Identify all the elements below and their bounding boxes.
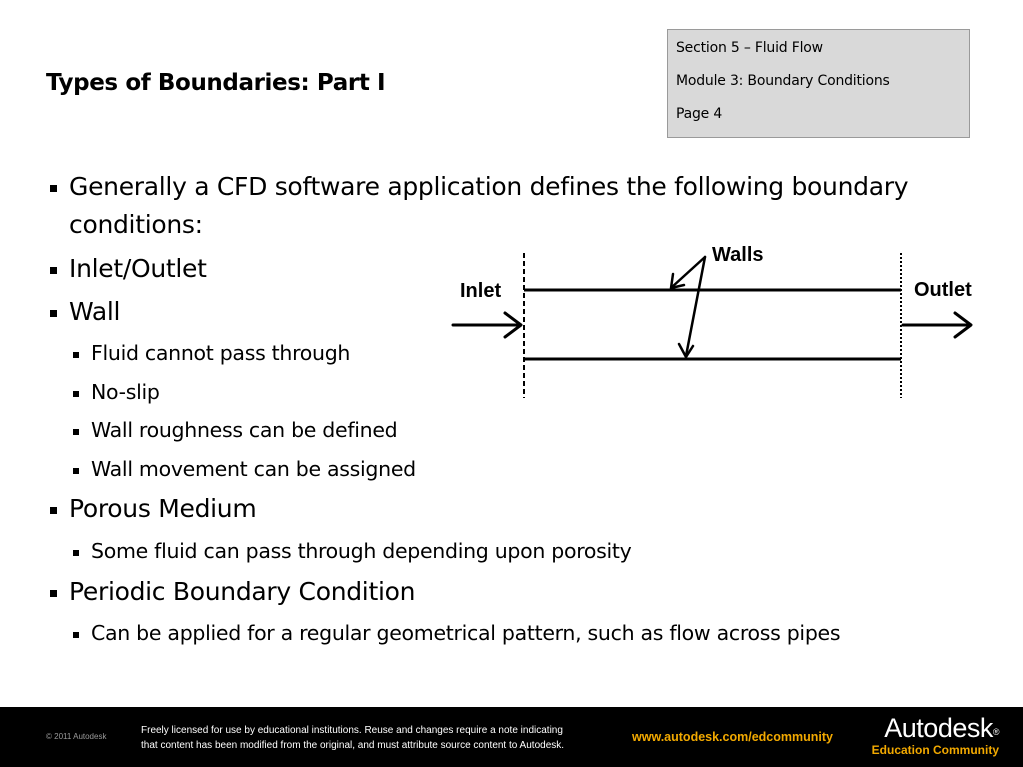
inlet-arrow-icon [451, 311, 523, 339]
trademark-symbol: ® [992, 727, 1000, 737]
outlet-label: Outlet [914, 279, 972, 301]
sub-bullet-marker [73, 550, 79, 556]
inlet-label: Inlet [460, 280, 501, 302]
sub-bullet-marker [73, 391, 79, 397]
license-line: Freely licensed for use by educational i… [141, 725, 563, 736]
sub-bullet-item: Wall roughness can be defined [91, 418, 398, 442]
sub-bullet-item: Wall movement can be assigned [91, 457, 416, 481]
walls-label: Walls [712, 244, 764, 266]
bullet-list: Generally a CFD software application def… [50, 172, 909, 645]
sub-bullet-item: No-slip [91, 380, 160, 404]
sub-bullet-marker [73, 352, 79, 358]
bullet-marker [50, 267, 57, 274]
brand-name: Autodesk® [884, 713, 1000, 743]
sub-bullet-item: Some fluid can pass through depending up… [91, 539, 632, 563]
sub-bullet-marker [73, 632, 79, 638]
edcommunity-link[interactable]: www.autodesk.com/edcommunity [632, 730, 833, 744]
license-text: Freely licensed for use by educational i… [141, 723, 564, 753]
autodesk-logo: Autodesk® Education Community [869, 713, 1000, 757]
sub-bullet-marker [73, 468, 79, 474]
sub-bullet-item: Fluid cannot pass through [91, 341, 351, 365]
page-label: Page 4 [676, 106, 723, 122]
sub-bullet-item: Can be applied for a regular geometrical… [91, 621, 841, 645]
brand-subtitle: Education Community [871, 743, 999, 757]
copyright-text: © 2011 Autodesk [46, 732, 107, 741]
sub-bullet-marker [73, 429, 79, 435]
bullet-item-continuation: conditions: [69, 210, 203, 239]
slide-title: Types of Boundaries: Part I [46, 70, 386, 96]
bullet-item: Periodic Boundary Condition [69, 577, 416, 606]
outlet-arrow-icon [901, 311, 973, 339]
bullet-item: Porous Medium [69, 494, 257, 523]
bullet-marker [50, 590, 57, 597]
walls-pointer-icon [669, 255, 707, 359]
bullet-marker [50, 310, 57, 317]
footer-bar: © 2011 Autodesk Freely licensed for use … [0, 707, 1023, 767]
bullet-marker [50, 185, 57, 192]
bullet-item: Wall [69, 297, 121, 326]
license-line: that content has been modified from the … [141, 740, 565, 751]
bullet-item: Inlet/Outlet [69, 254, 207, 283]
section-info-box: Section 5 – Fluid Flow Module 3: Boundar… [667, 29, 970, 138]
module-label: Module 3: Boundary Conditions [676, 73, 890, 89]
boundary-diagram: Walls Inlet Outlet [451, 244, 973, 398]
bullet-item: Generally a CFD software application def… [69, 172, 909, 201]
section-label: Section 5 – Fluid Flow [676, 40, 823, 56]
bullet-marker [50, 507, 57, 514]
